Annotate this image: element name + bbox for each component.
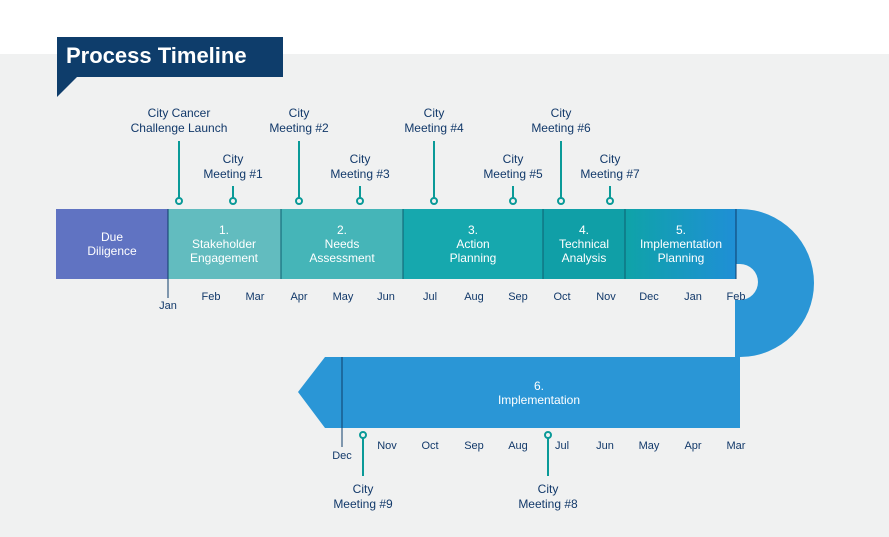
month-label: Aug [508, 440, 528, 452]
month-label: Dec [332, 450, 352, 462]
month-label: Oct [421, 440, 439, 452]
marker-meeting-9 [359, 431, 367, 439]
marker-meeting-7 [606, 197, 614, 205]
month-label: Feb [726, 291, 746, 303]
month-label: Mar [245, 291, 265, 303]
month-label: Mar [726, 440, 746, 452]
title-banner [57, 37, 283, 77]
marker-meeting-2 [295, 197, 303, 205]
month-label: Sep [464, 440, 484, 452]
marker-meeting-4 [430, 197, 438, 205]
month-label: Aug [464, 291, 484, 303]
phase-block-due-diligence [56, 209, 168, 279]
month-label: Jun [596, 440, 614, 452]
month-label: Jul [422, 291, 438, 303]
month-label: Sep [508, 291, 528, 303]
month-label: May [638, 440, 660, 452]
marker-meeting-8 [544, 431, 552, 439]
month-label: Jan [684, 291, 702, 303]
month-label: Feb [201, 291, 221, 303]
month-label: Oct [553, 291, 571, 303]
marker-meeting-5 [509, 197, 517, 205]
month-label: Jan [159, 300, 177, 312]
month-label: Dec [639, 291, 659, 303]
phase-block-action [403, 209, 543, 279]
phase-block-impl-planning [625, 209, 736, 279]
marker-meeting-3 [356, 197, 364, 205]
phase-block-needs [281, 209, 403, 279]
marker-meeting-6 [557, 197, 565, 205]
month-label: Nov [377, 440, 397, 452]
timeline-panel [0, 54, 889, 537]
marker-launch [175, 197, 183, 205]
month-label: Apr [684, 440, 702, 452]
phase-block-stakeholder [168, 209, 281, 279]
page-title: Process Timeline [66, 43, 247, 68]
implementation-band [298, 357, 740, 428]
month-label: Jun [377, 291, 395, 303]
u-turn-band [735, 209, 814, 357]
phase-block-technical [543, 209, 625, 279]
month-label: Apr [290, 291, 308, 303]
month-label: May [332, 291, 354, 303]
month-label: Nov [596, 291, 616, 303]
marker-meeting-1 [229, 197, 237, 205]
title-banner-tail [57, 77, 77, 97]
month-label: Jul [554, 440, 570, 452]
phase-label-implementation: 6.Implementation [497, 379, 581, 407]
